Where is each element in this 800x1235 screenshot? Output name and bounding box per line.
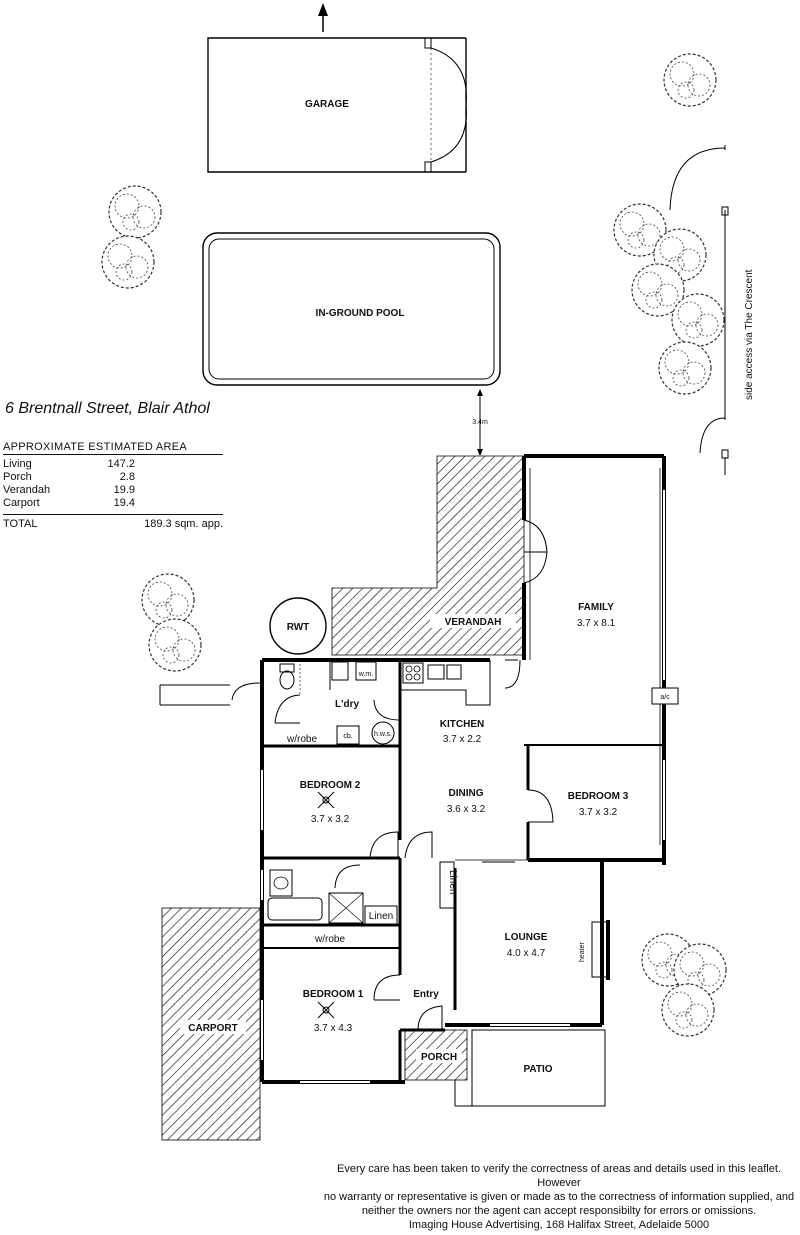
house-walls: [260, 454, 679, 1084]
dining-label: DINING: [449, 788, 484, 799]
tree-icon: [663, 53, 717, 107]
verandah-label: VERANDAH: [445, 617, 502, 628]
side-gate: [159, 682, 261, 706]
robe-label: w/robe: [286, 734, 317, 745]
wm-label: w.m.: [358, 671, 373, 678]
kitchen-label: KITCHEN: [440, 719, 484, 730]
kitchen-dimensions: 3.7 x 2.2: [443, 734, 482, 745]
north-arrow-icon: [318, 3, 328, 32]
heater-label: heater: [579, 941, 586, 962]
bedroom3-label: BEDROOM 3: [568, 791, 629, 802]
area-table-heading: APPROXIMATE ESTIMATED AREA: [3, 441, 223, 455]
tree-icon: [671, 293, 725, 347]
ceiling-fan-icon: [317, 791, 335, 809]
disclaimer-line: Imaging House Advertising, 168 Halifax S…: [408, 1219, 710, 1231]
tree-icon: [148, 618, 202, 672]
disclaimer: Every care has been taken to verify the …: [320, 1162, 798, 1232]
bedroom1-dimensions: 3.7 x 4.3: [314, 1023, 353, 1034]
side-fence: side access via The Crescent: [669, 145, 755, 475]
disclaimer-line: neither the owners nor the agent can acc…: [361, 1205, 757, 1217]
property-address: 6 Brentnall Street, Blair Athol: [5, 400, 210, 417]
tree-icon: [141, 573, 195, 627]
bedroom1-label: BEDROOM 1: [303, 989, 364, 1000]
setback-label: 3.4m: [472, 419, 488, 426]
rainwater-tank: [269, 597, 327, 655]
tree-icon: [108, 185, 162, 239]
bedroom2-dimensions: 3.7 x 3.2: [311, 814, 350, 825]
tree-icon: [658, 341, 712, 395]
garage: GARAGE: [207, 37, 467, 173]
side-access-label: side access via The Crescent: [744, 269, 755, 400]
garage-label: GARAGE: [305, 99, 349, 110]
robe-label: w/robe: [314, 934, 345, 945]
pool-label: IN-GROUND POOL: [316, 308, 405, 319]
laundry-label: L'dry: [335, 699, 359, 710]
setback-dimension: 3.4m: [472, 389, 488, 456]
patio-label: PATIO: [523, 1064, 552, 1075]
ac-label: a/c: [660, 694, 670, 701]
tree-icon: [101, 235, 155, 289]
bedroom3-dimensions: 3.7 x 3.2: [579, 807, 618, 818]
carport-label: CARPORT: [188, 1023, 237, 1034]
rwt-label: RWT: [287, 622, 310, 633]
family-dimensions: 3.7 x 8.1: [577, 618, 616, 629]
lounge-dimensions: 4.0 x 4.7: [507, 948, 546, 959]
ceiling-fan-icon: [317, 1001, 335, 1019]
linen-label: Linen: [447, 870, 458, 894]
patio: [471, 1029, 606, 1107]
hws-label: h.w.s.: [374, 731, 392, 738]
porch-label: PORCH: [421, 1052, 457, 1063]
linen-label: Linen: [369, 911, 393, 922]
disclaimer-line: Every care has been taken to verify the …: [337, 1163, 781, 1189]
lounge-label: LOUNGE: [505, 932, 548, 943]
entry-label: Entry: [413, 989, 439, 1000]
tree-icon: [661, 983, 715, 1037]
in-ground-pool: IN-GROUND POOL: [202, 232, 501, 386]
family-label: FAMILY: [578, 602, 614, 613]
dining-dimensions: 3.6 x 3.2: [447, 804, 486, 815]
disclaimer-line: no warranty or representative is given o…: [323, 1191, 795, 1203]
bedroom2-label: BEDROOM 2: [300, 780, 361, 791]
cb-label: cb.: [343, 733, 352, 740]
